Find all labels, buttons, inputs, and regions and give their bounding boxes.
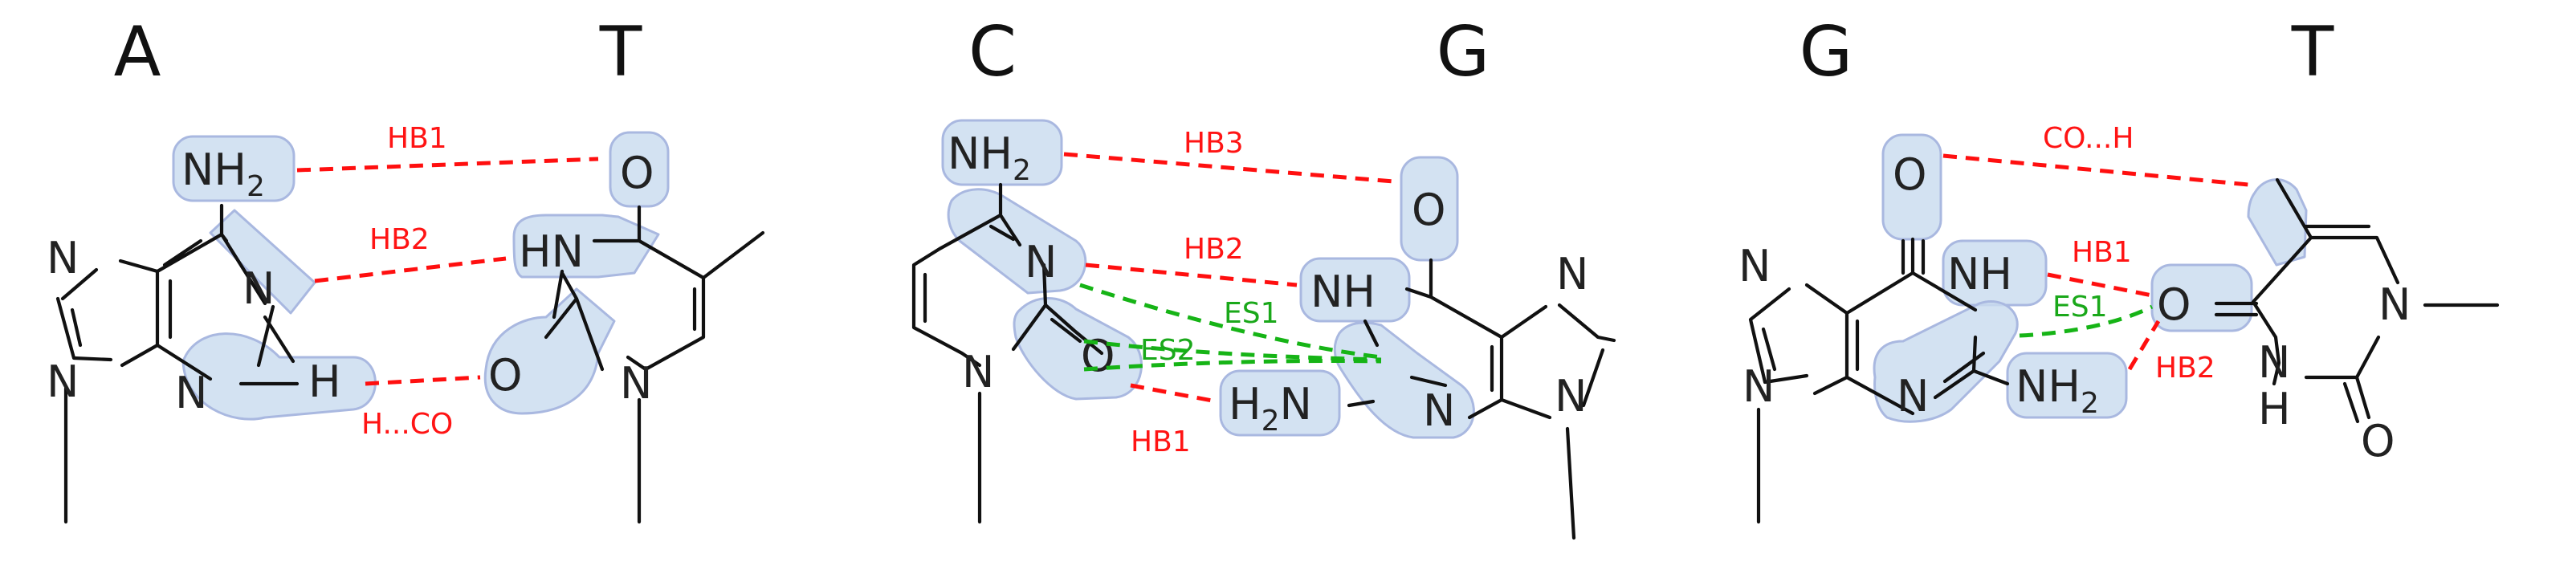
atom-gt-o6: O (1893, 149, 1927, 200)
co-h-label: CO...H (2043, 122, 2134, 155)
atom-gt-n3-imine: N (2258, 337, 2290, 388)
hb3-label: HB3 (1184, 127, 1244, 160)
atom-gt-n9: N (1742, 361, 1775, 412)
atom-t-o2: O (488, 350, 523, 401)
cytosine-bonds (911, 182, 1104, 524)
atom-gt-o2: O (2361, 416, 2395, 466)
atom-a-n7: N (47, 233, 79, 283)
atom-gt-n3: N (1897, 371, 1929, 421)
hb2-label: HB2 (369, 223, 430, 256)
atom-g-n9: N (1555, 371, 1587, 421)
pair-c-g: C G NH2 N O N O NH N H2N N N HB3 HB2 HB1 (911, 12, 1616, 540)
hb2-label-gt: HB2 (2155, 352, 2215, 385)
atom-t-o4: O (620, 148, 654, 198)
es2-label: ES2 (1140, 334, 1196, 367)
atom-a-n3: N (175, 368, 207, 418)
guanine-gt-bonds (1748, 237, 2010, 524)
highlight-hn (512, 214, 660, 279)
thymine-gt-bonds (2214, 177, 2500, 424)
hb2-line-cg (1085, 263, 1298, 287)
hb1-label: HB1 (387, 122, 447, 155)
highlight-nh2 (172, 135, 296, 202)
atom-c-n3: N (1025, 237, 1057, 287)
hb1-line-gt (2047, 272, 2153, 298)
adenine-bonds (55, 203, 300, 524)
highlight-c6-n1 (209, 209, 316, 315)
co-h-line (1942, 153, 2249, 187)
hb2-label-cg: HB2 (1184, 233, 1244, 266)
base-label-g2: G (1800, 12, 1853, 92)
atom-g-o6: O (1412, 185, 1446, 235)
atom-gt-nh: NH (1947, 249, 2012, 299)
hb3-line (1063, 152, 1394, 184)
es1-label-gt: ES1 (2052, 291, 2108, 324)
atom-gt-nh2: NH2 (2016, 361, 2099, 420)
atom-c-o2: O (1081, 331, 1115, 381)
es1-line (1079, 283, 1382, 360)
hb2-line (314, 256, 507, 283)
es2-line-b (1083, 358, 1382, 372)
highlight-gt-n3 (1873, 300, 2019, 423)
pair-a-t: A T NH2 N N N N H O HN O N HB1 HB2 H...C… (47, 12, 765, 524)
atom-a-n1: N (243, 263, 275, 314)
atom-t-hn: HN (519, 226, 584, 277)
es2-line-a (1083, 339, 1382, 362)
highlight-gt-methyl (2247, 178, 2308, 267)
atom-gt-n7: N (1738, 241, 1771, 291)
atom-a-nh2: NH2 (181, 145, 265, 203)
atom-c-n1: N (962, 347, 994, 397)
thymine-bonds (544, 205, 765, 524)
atom-a-h: H (308, 356, 341, 407)
base-label-c: C (968, 12, 1017, 92)
atom-t-n1: N (620, 358, 652, 409)
base-label-t: T (599, 12, 642, 92)
atom-gt-n1: N (2378, 279, 2411, 330)
hb1-label-cg: HB1 (1131, 425, 1191, 458)
highlight-n3-c2-h (181, 332, 377, 421)
highlight-o-bot (483, 287, 616, 415)
base-label-g: G (1437, 12, 1490, 92)
atom-gt-h3: H (2258, 384, 2291, 434)
atom-a-n9: N (47, 356, 79, 407)
base-label-t2: T (2291, 12, 2334, 92)
hco-line (365, 375, 481, 386)
atom-g-n3: N (1423, 385, 1455, 436)
es1-label: ES1 (1224, 297, 1279, 330)
highlight-c-o2 (1013, 297, 1143, 401)
atom-g-nh: NH (1310, 267, 1376, 317)
pair-g-t: G T O N NH N N NH2 O N N H O CO...H HB1 … (1738, 12, 2500, 524)
base-label-a: A (114, 12, 161, 92)
highlight-g-h2n (1219, 369, 1341, 437)
atom-c-nh2: NH2 (948, 128, 1031, 187)
hb1-line-cg (1130, 383, 1217, 404)
hb2-line-gt (2127, 320, 2161, 371)
guanine-bonds (1347, 258, 1616, 540)
hb1-line (296, 157, 599, 173)
atom-g-h2n: H2N (1229, 379, 1312, 438)
hco-label: H...CO (361, 408, 453, 441)
highlight-g-c2-n3 (1333, 321, 1475, 439)
atom-g-n7: N (1556, 249, 1588, 299)
es1-line-gt (2019, 304, 2154, 338)
atom-gt-o4: O (2157, 279, 2191, 330)
hb1-label-gt: HB1 (2072, 236, 2132, 269)
